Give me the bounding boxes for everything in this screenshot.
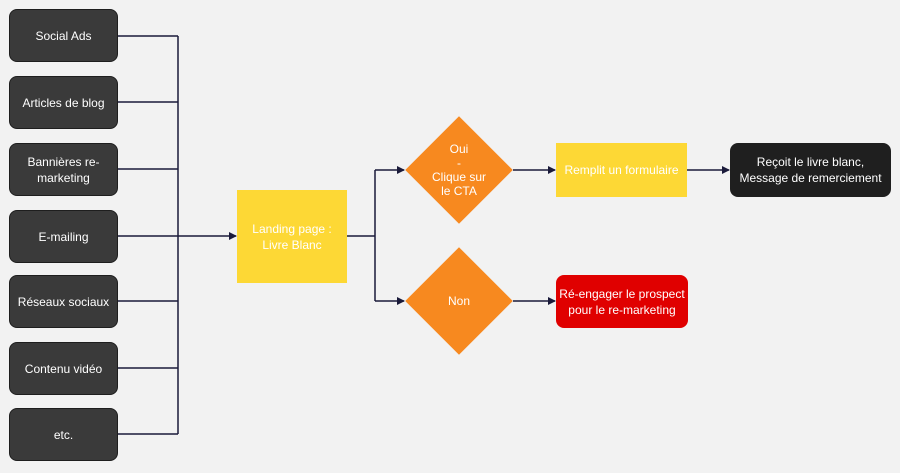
form-label: Remplit un formulaire xyxy=(564,163,679,177)
decision-no-label: Non xyxy=(447,294,470,308)
source-social-ads: Social Ads xyxy=(9,9,118,62)
decision-yes-node: Oui - Clique sur le CTA xyxy=(405,116,513,224)
decision-no-node: Non xyxy=(405,247,513,355)
source-label: Contenu vidéo xyxy=(24,361,103,376)
reengage-label: Ré-engager le prospect pour le re-market… xyxy=(559,286,685,317)
source-e-mailing: E-mailing xyxy=(9,210,118,263)
source-contenu-video: Contenu vidéo xyxy=(9,342,118,395)
source-etc: etc. xyxy=(9,408,118,461)
landing-label: Landing page : Livre Blanc xyxy=(252,221,332,252)
receive-label: Reçoit le livre blanc, Message de remerc… xyxy=(739,155,882,185)
source-label: Réseaux sociaux xyxy=(17,294,110,309)
reengage-node: Ré-engager le prospect pour le re-market… xyxy=(556,275,688,328)
source-articles-de-blog: Articles de blog xyxy=(9,76,118,129)
source-label: Bannières re- marketing xyxy=(27,154,100,185)
receive-node: Reçoit le livre blanc, Message de remerc… xyxy=(730,143,891,197)
decision-yes-label: Oui - Clique sur le CTA xyxy=(431,142,487,198)
source-label: etc. xyxy=(53,427,74,442)
source-label: Articles de blog xyxy=(22,95,105,110)
source-label: E-mailing xyxy=(38,229,89,244)
form-node: Remplit un formulaire xyxy=(556,143,687,197)
source-bannieres-remarketing: Bannières re- marketing xyxy=(9,143,118,196)
source-reseaux-sociaux: Réseaux sociaux xyxy=(9,275,118,328)
landing-page-node: Landing page : Livre Blanc xyxy=(237,190,347,283)
source-label: Social Ads xyxy=(35,28,92,43)
